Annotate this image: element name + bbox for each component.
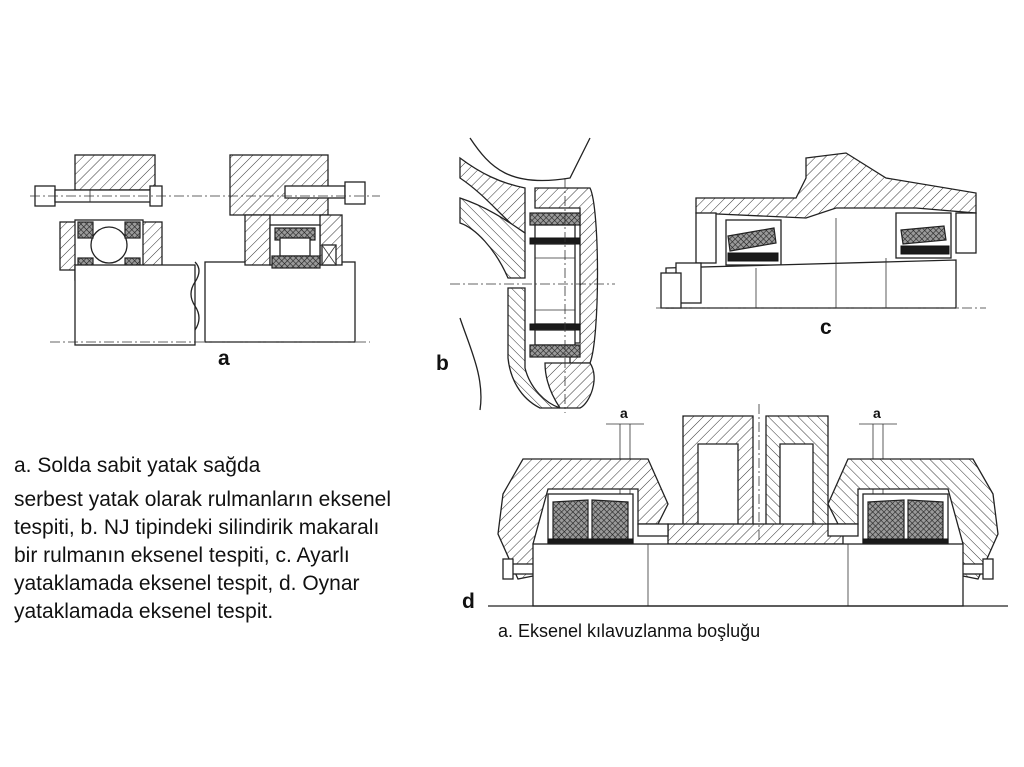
caption-line: yataklamada eksenel tespit. bbox=[14, 600, 274, 623]
figure-b-label: b bbox=[436, 352, 449, 375]
figure-a-label: a bbox=[218, 347, 230, 370]
figure-d-caption: a. Eksenel kılavuzlanma boşluğu bbox=[498, 621, 761, 641]
figure-c-drawing bbox=[656, 152, 986, 309]
caption-line: tespiti, b. NJ tipindeki silindirik maka… bbox=[14, 516, 380, 539]
figure-d-drawing: a a bbox=[488, 404, 1008, 607]
figure-a-drawing bbox=[30, 154, 380, 346]
caption-line: bir rulmanın eksenel tespiti, c. Ayarlı bbox=[14, 544, 350, 567]
caption-line: a. Solda sabit yatak sağda bbox=[14, 454, 261, 477]
main-caption: a. Solda sabit yatak sağda serbest yatak… bbox=[14, 452, 454, 626]
gap-marker-right: a bbox=[873, 405, 881, 421]
caption-line: yataklamada eksenel tespit, d. Oynar bbox=[14, 572, 360, 595]
figure-c-label: c bbox=[820, 316, 832, 339]
figure-b-drawing bbox=[450, 137, 615, 413]
figure-d-label: d bbox=[462, 590, 475, 613]
gap-marker-left: a bbox=[620, 405, 628, 421]
caption-line: serbest yatak olarak rulmanların eksenel bbox=[14, 488, 392, 511]
